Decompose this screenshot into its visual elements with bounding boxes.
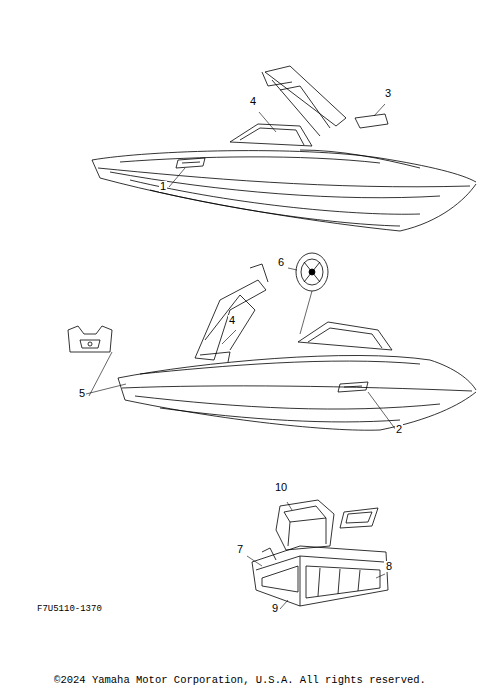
speaker-cover: [296, 253, 328, 291]
callout-number: 3: [384, 88, 392, 99]
callout-number: 6: [277, 257, 285, 268]
callout-number: 1: [159, 181, 167, 192]
callout-number: 8: [385, 561, 393, 572]
callout-number: 2: [395, 424, 403, 435]
figure-code: F7U5110-1370: [36, 605, 103, 614]
copyright-note: ©2024 Yamaha Motor Corporation, U.S.A. A…: [53, 675, 427, 686]
boat-bottom: [118, 264, 476, 430]
callout-number: 10: [274, 482, 288, 493]
badge-part: [68, 326, 112, 352]
callout-number: 5: [78, 388, 86, 399]
callout-number: 9: [271, 603, 279, 614]
callout-number: 4: [249, 96, 257, 107]
callout-number: 4: [228, 315, 236, 326]
boat-top: [92, 66, 476, 231]
leader-lines: [86, 104, 396, 609]
callout-number: 7: [236, 544, 244, 555]
seat-assembly: [252, 500, 388, 606]
